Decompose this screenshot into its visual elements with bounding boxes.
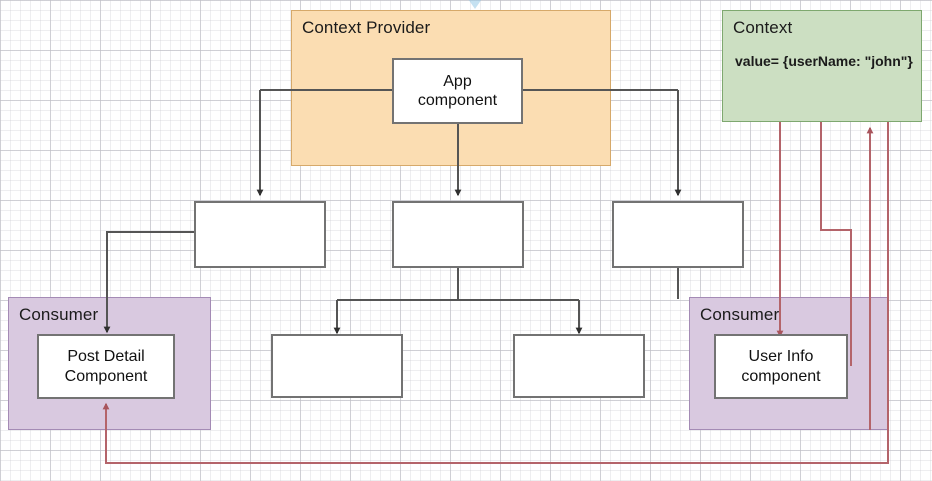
- node-post-detail-component[interactable]: Post Detail Component: [37, 334, 175, 399]
- node-user-info-component[interactable]: User Info component: [714, 334, 848, 399]
- node-child-middle[interactable]: [392, 201, 524, 268]
- group-consumer-left-label: Consumer: [19, 305, 99, 324]
- node-child-left[interactable]: [194, 201, 326, 268]
- node-grandchild-right[interactable]: [513, 334, 645, 398]
- context-value-text: value= {userName: "john"}: [735, 53, 913, 69]
- group-consumer-right-label: Consumer: [700, 305, 780, 324]
- group-context: Context value= {userName: "john"}: [722, 10, 922, 122]
- group-context-label: Context: [733, 18, 793, 37]
- node-app-component[interactable]: App component: [392, 58, 523, 124]
- node-grandchild-left[interactable]: [271, 334, 403, 398]
- node-child-right[interactable]: [612, 201, 744, 268]
- group-context-provider-label: Context Provider: [302, 18, 431, 37]
- cursor-artifact-icon: [466, 0, 484, 9]
